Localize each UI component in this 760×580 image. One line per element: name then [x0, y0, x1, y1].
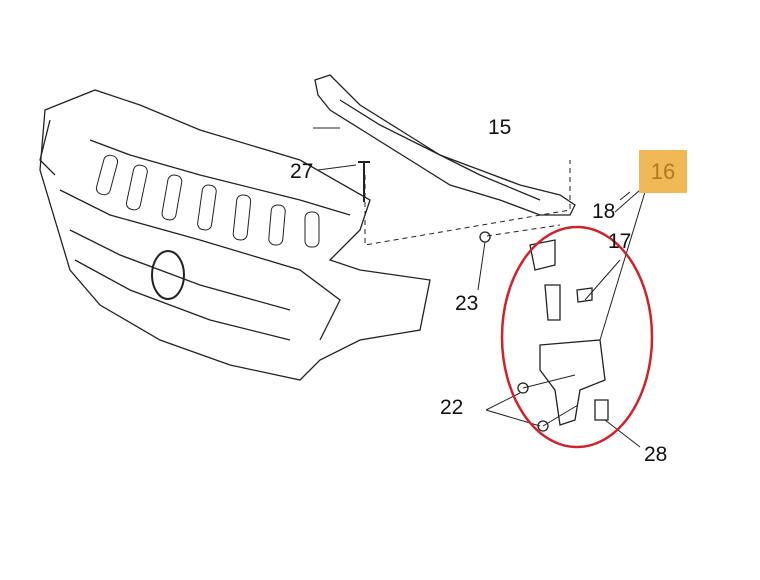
callout-22: 22: [440, 396, 464, 419]
front-grille: [39, 89, 431, 381]
highlight-ellipse: [500, 225, 654, 449]
side-bracket: [539, 339, 606, 426]
callout-27: 27: [290, 160, 314, 183]
callout-17: 17: [608, 230, 632, 253]
callout-15: 15: [488, 116, 512, 139]
callout-23: 23: [455, 292, 479, 315]
callout-28: 28: [644, 443, 668, 466]
callout-16-highlight: 16: [639, 150, 687, 193]
upper-bracket: [314, 74, 576, 216]
logo-emblem: [151, 250, 185, 300]
callout-18: 18: [592, 200, 616, 223]
